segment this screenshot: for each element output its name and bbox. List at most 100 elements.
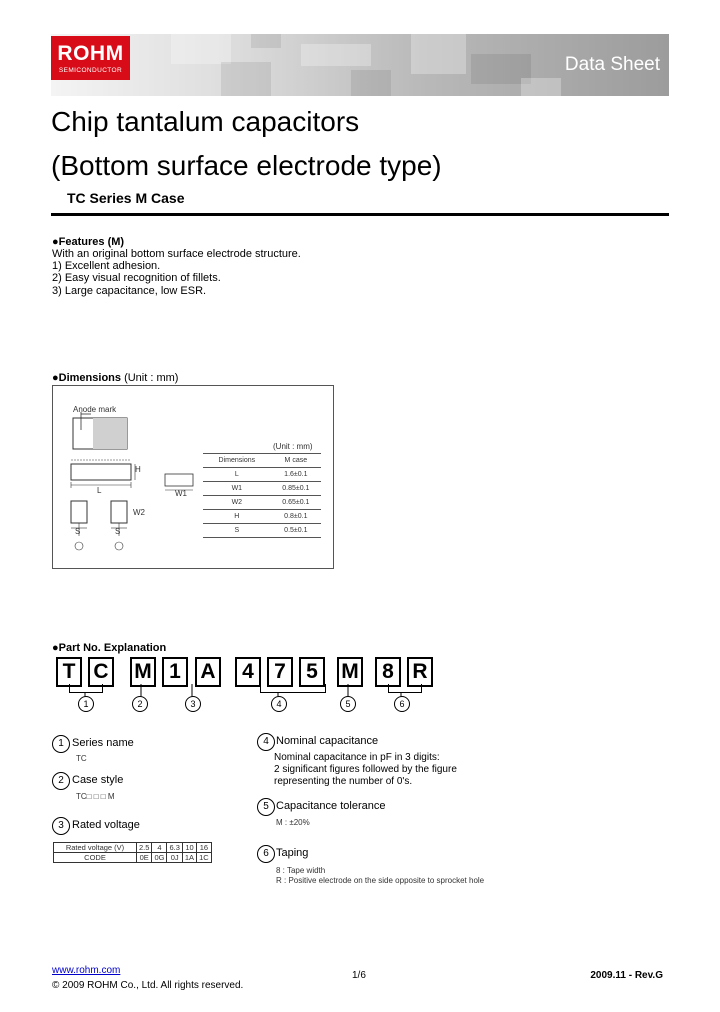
item-number: 5: [257, 798, 275, 816]
part-char: T: [56, 657, 82, 687]
table-header: CODE: [53, 852, 137, 863]
table-cell: L: [203, 467, 271, 482]
item-desc: Nominal capacitance in pF in 3 digits:: [274, 752, 440, 763]
part-bracket: [388, 684, 422, 693]
feature-line: 2) Easy visual recognition of fillets.: [52, 272, 221, 284]
dimension-drawing: [70, 412, 194, 551]
table-cell: 1.6±0.1: [270, 467, 321, 482]
rohm-logo: ROHM SEMICONDUCTOR: [51, 36, 130, 80]
part-char: C: [88, 657, 114, 687]
item-title: Taping: [276, 847, 309, 859]
feature-line: With an original bottom surface electrod…: [52, 248, 301, 260]
page-title-line1: Chip tantalum capacitors: [51, 106, 360, 137]
table-cell: S: [203, 523, 271, 538]
item-desc: representing the number of 0's.: [274, 776, 413, 787]
dim-label-l: L: [97, 486, 102, 495]
part-char: R: [407, 657, 433, 687]
item-desc: R : Positive electrode on the side oppos…: [276, 876, 485, 885]
table-cell: W2: [203, 495, 271, 510]
part-char: 7: [267, 657, 293, 687]
item-number: 1: [52, 735, 70, 753]
table-row: L 1.6±0.1: [203, 467, 321, 482]
table-cell: 1C: [196, 852, 212, 863]
part-bracket: [69, 684, 103, 693]
part-char: 5: [299, 657, 325, 687]
part-bracket: [260, 684, 326, 693]
header-banner: [51, 34, 669, 96]
table-row: H 0.8±0.1: [203, 509, 321, 524]
feature-line: 1) Excellent adhesion.: [52, 260, 161, 272]
dimensions-table: Dimensions M case L 1.6±0.1 W1 0.85±0.1 …: [203, 453, 321, 538]
table-row: W2 0.65±0.1: [203, 495, 321, 510]
item-desc: M : ±20%: [276, 818, 310, 827]
part-char: M: [337, 657, 363, 687]
table-cell: 0.65±0.1: [270, 495, 321, 510]
table-cell: 0.8±0.1: [270, 509, 321, 524]
page-title-line2: (Bottom surface electrode type): [51, 150, 442, 181]
dim-label-w1: W1: [175, 489, 187, 498]
table-cell: 0G: [151, 852, 168, 863]
item-title: Series name: [72, 737, 134, 749]
table-cell: 2.5: [135, 842, 153, 853]
item-desc: TC: [76, 754, 87, 763]
dim-table-unit: (Unit : mm): [273, 442, 313, 451]
table-row: CODE 0E 0G 0J 1A 1C: [53, 852, 212, 863]
table-cell: 16: [196, 842, 212, 853]
part-marker: 5: [340, 696, 356, 712]
part-marker: 6: [394, 696, 410, 712]
part-marker: 1: [78, 696, 94, 712]
table-cell: 6.3: [166, 842, 183, 853]
feature-line: 3) Large capacitance, low ESR.: [52, 285, 207, 297]
data-sheet-label: Data Sheet: [564, 54, 660, 75]
part-marker: 2: [132, 696, 148, 712]
footer-revision: 2009.11 - Rev.G: [590, 970, 663, 981]
table-cell: 1A: [181, 852, 198, 863]
item-number: 4: [257, 733, 275, 751]
logo-subtext: SEMICONDUCTOR: [58, 67, 123, 74]
table-row: W1 0.85±0.1: [203, 481, 321, 496]
part-char: 1: [162, 657, 188, 687]
footer-copyright: © 2009 ROHM Co., Ltd. All rights reserve…: [52, 980, 244, 991]
table-cell: 0J: [166, 852, 183, 863]
bullet-icon: ●: [52, 372, 59, 384]
part-char: M: [130, 657, 156, 687]
table-cell: 0E: [135, 852, 153, 863]
item-number: 6: [257, 845, 275, 863]
table-header: M case: [270, 453, 321, 468]
table-cell: 0.85±0.1: [270, 481, 321, 496]
rated-voltage-table: Rated voltage (V) 2.5 4 6.3 10 16 CODE 0…: [53, 842, 212, 863]
dim-label-w2: W2: [133, 508, 145, 517]
table-header-row: Dimensions M case: [203, 453, 321, 468]
item-desc: 8 : Tape width: [276, 866, 326, 875]
table-header: Rated voltage (V): [53, 842, 137, 853]
table-cell: 0.5±0.1: [270, 523, 321, 538]
footer-page-number: 1/6: [352, 970, 366, 981]
bullet-icon: ●: [52, 236, 59, 248]
item-title: Case style: [72, 774, 124, 786]
item-desc: TC□ □ □ M: [76, 792, 115, 801]
marker-leaders: [84, 684, 402, 696]
table-row: S 0.5±0.1: [203, 523, 321, 538]
table-cell: 10: [181, 842, 198, 853]
dim-label-s: S: [115, 527, 121, 536]
item-title: Rated voltage: [72, 819, 140, 831]
page-subtitle: TC Series M Case: [67, 190, 185, 206]
dim-label-h: H: [135, 465, 141, 474]
item-number: 3: [52, 817, 70, 835]
bullet-icon: ●: [52, 642, 59, 654]
part-marker: 3: [185, 696, 201, 712]
table-header: Dimensions: [203, 453, 271, 468]
features-heading: ●Features (M): [52, 236, 125, 248]
table-cell: H: [203, 509, 271, 524]
item-title: Capacitance tolerance: [276, 800, 386, 812]
table-row: Rated voltage (V) 2.5 4 6.3 10 16: [53, 842, 212, 853]
part-char: 8: [375, 657, 401, 687]
table-cell: W1: [203, 481, 271, 496]
part-marker: 4: [271, 696, 287, 712]
part-no-heading: ●Part No. Explanation: [52, 642, 167, 654]
footer-url-link[interactable]: www.rohm.com: [52, 965, 120, 976]
item-desc: 2 significant figures followed by the fi…: [274, 764, 457, 775]
item-title: Nominal capacitance: [276, 735, 379, 747]
item-number: 2: [52, 772, 70, 790]
footer-url-text[interactable]: www.rohm.com: [52, 965, 121, 976]
